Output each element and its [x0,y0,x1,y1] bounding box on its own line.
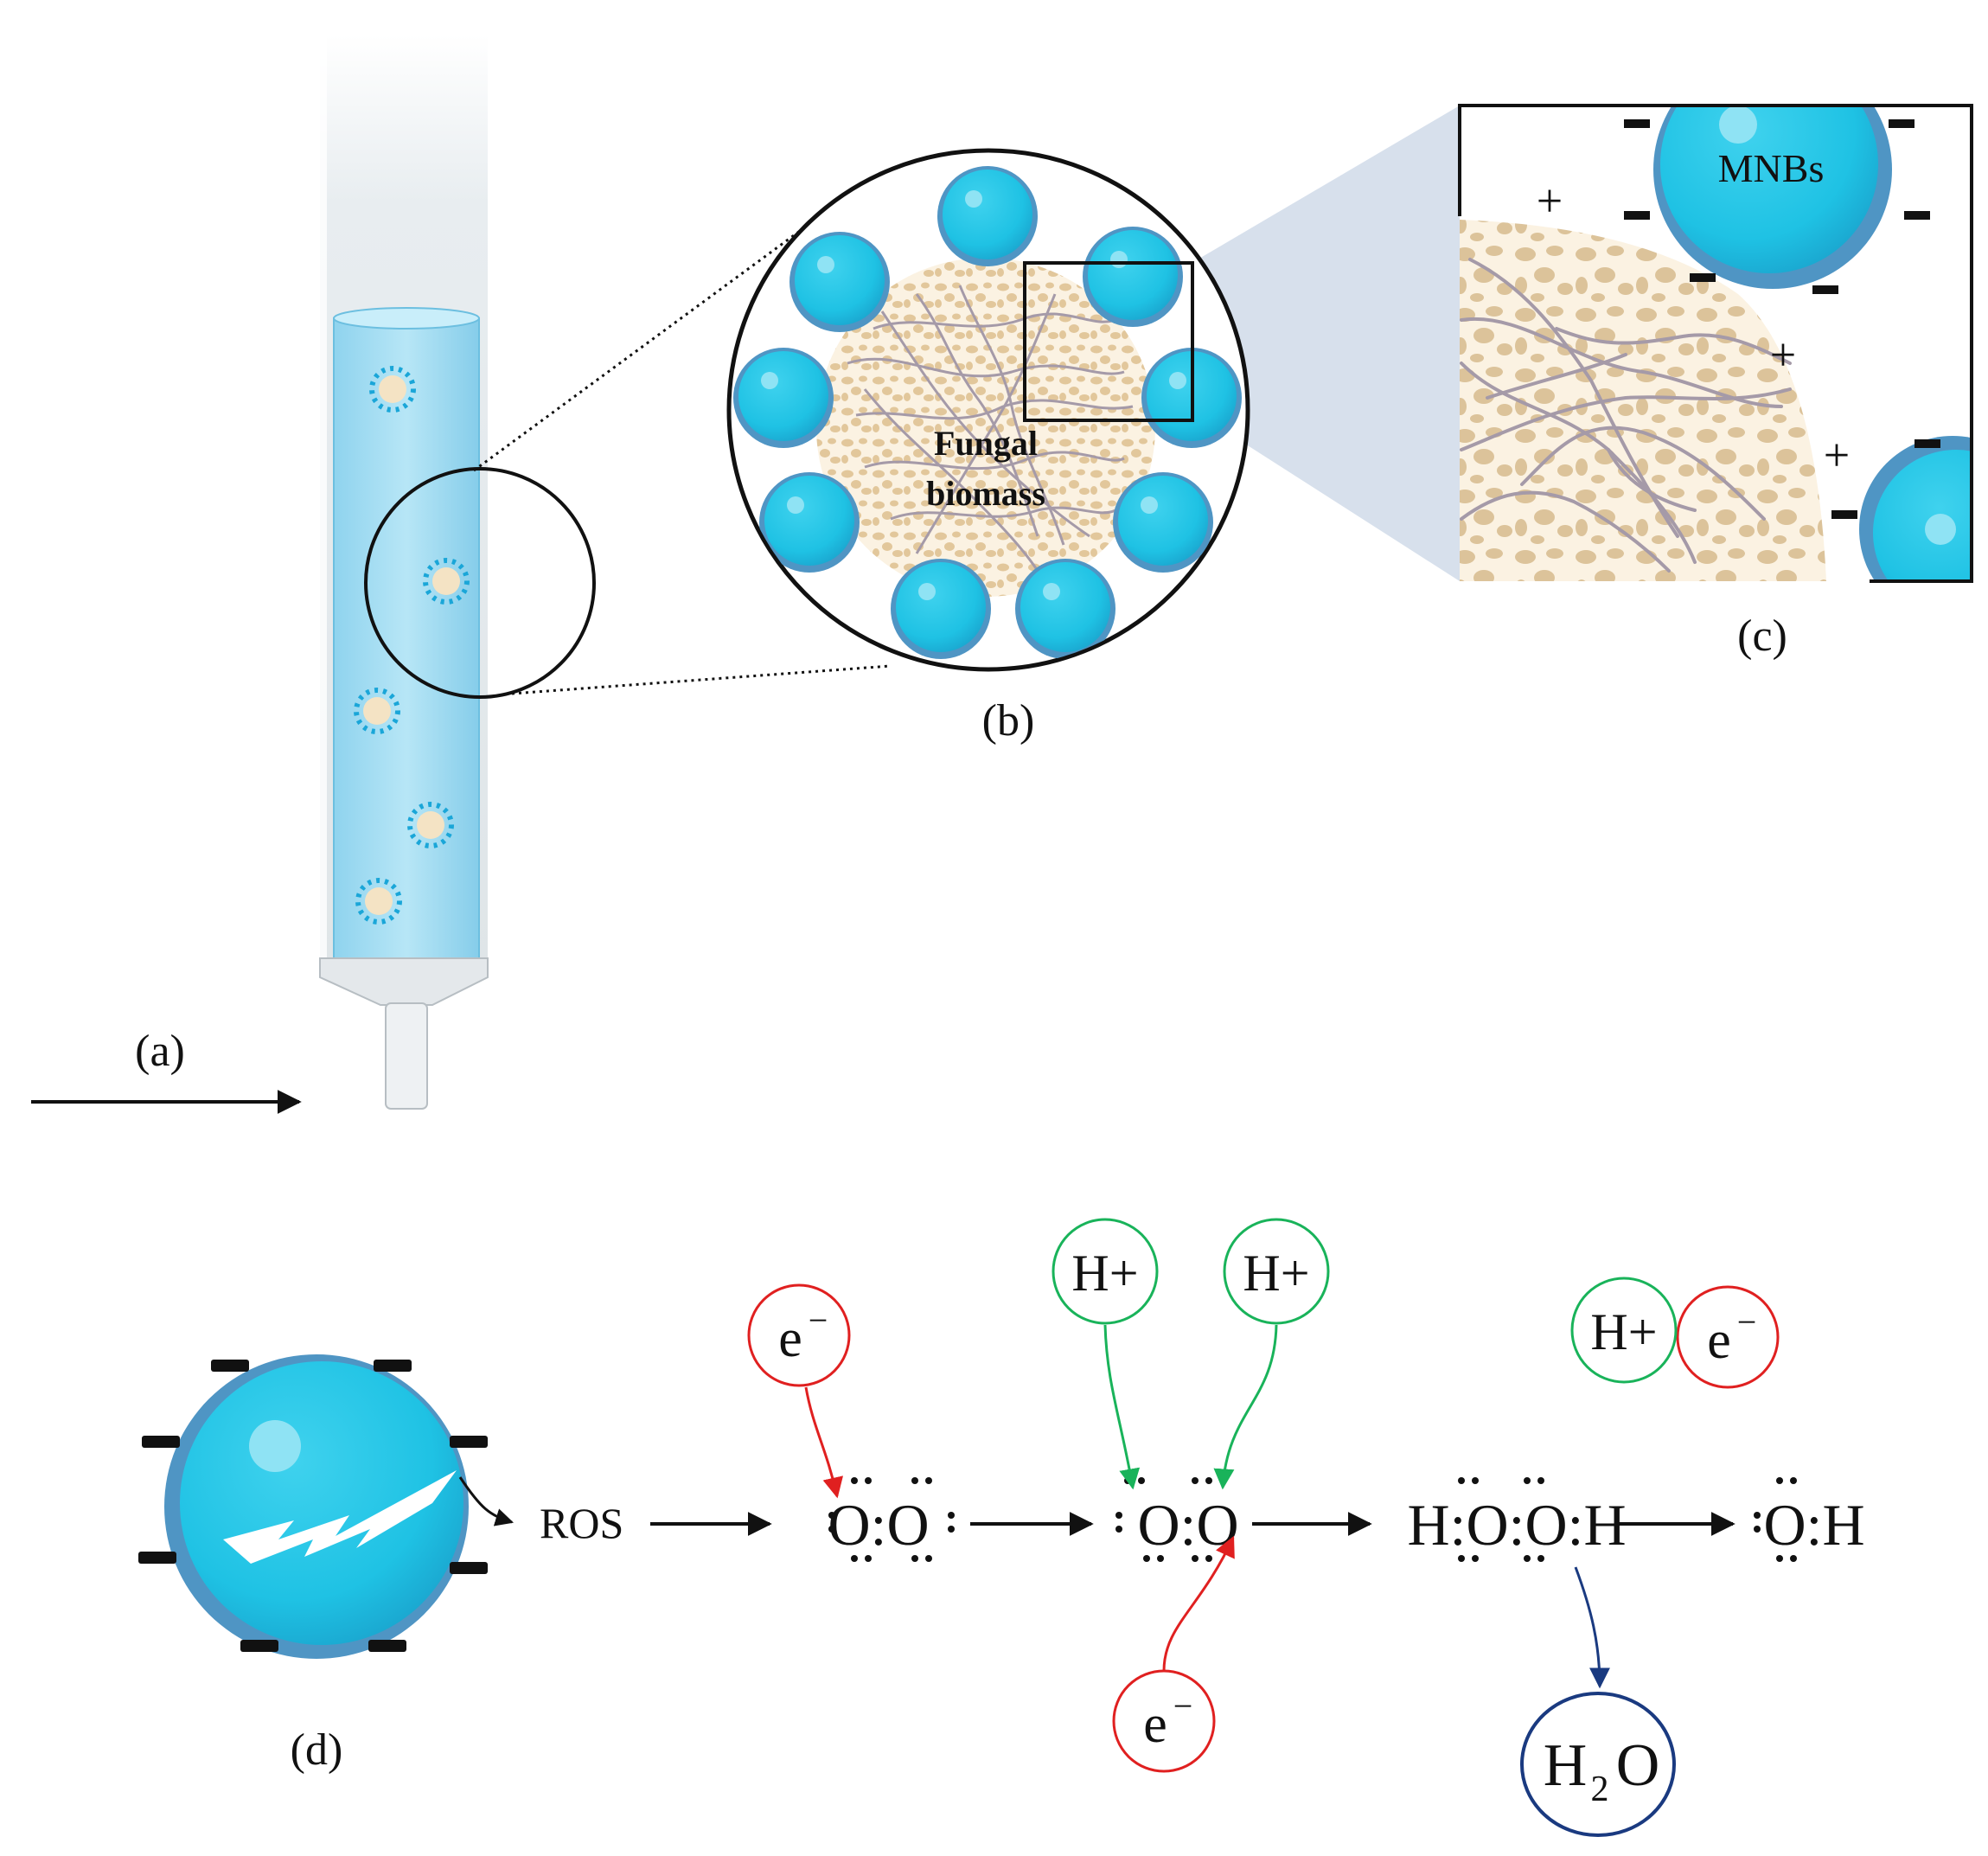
proton-arrow [1213,1324,1278,1490]
mnb-bubble [937,166,1038,266]
plus-sign: + [1824,429,1850,481]
svg-text:e: e [1143,1695,1167,1754]
peroxide-molecule: H:O:O:H [1407,1477,1627,1562]
hyphae-core [847,285,1134,572]
svg-text:O:O: O:O [1137,1492,1238,1558]
svg-text:2: 2 [1591,1770,1609,1809]
zoom-inset-c: MNBs + + + (c) [1198,104,1973,661]
biomass-cluster [407,802,454,848]
biomass-label: biomass [926,474,1045,513]
zoom-box [1023,261,1194,422]
superoxide-molecule: O:O [1115,1477,1239,1562]
oxygen-molecule: O:O [828,1477,955,1562]
water-arrow [1574,1566,1610,1689]
electron-circle: e − [1676,1285,1780,1389]
surface-charges [138,1360,488,1652]
reaction-chain: ROS O:O O:O [540,1477,1865,1562]
plus-sign: + [1770,329,1796,381]
column-outlet [385,1002,428,1110]
biomass-cluster [354,688,400,734]
panel-label-b: (b) [982,696,1035,746]
svg-text:H+: H+ [1243,1245,1309,1302]
mnb-ring [733,166,1242,659]
column-funnel [319,957,489,1006]
svg-text:H: H [1544,1732,1588,1799]
mnbs-label: MNBs [1718,146,1825,190]
panel-label-c: (c) [1737,611,1787,661]
column-apparatus: (a) [31,35,892,1114]
water-column [333,317,480,959]
svg-text:−: − [1737,1302,1757,1341]
mnb-bubble [1015,559,1115,659]
zoom-line-bottom [511,664,892,695]
svg-text:e: e [778,1309,802,1368]
electron-circle: e − [747,1283,851,1387]
svg-text:−: − [809,1301,828,1340]
ros-release-arrow [458,1476,515,1526]
proton-circle: H+ [1052,1218,1159,1325]
svg-text:e: e [1707,1311,1731,1370]
hyphae-network [1460,258,1792,573]
zoom-wedge [1198,106,1460,581]
svg-text:H+: H+ [1590,1303,1657,1360]
biomass-cluster [423,558,470,605]
panel-label-a: (a) [135,1027,185,1076]
svg-text:H:O:O:H: H:O:O:H [1407,1492,1626,1558]
svg-text:O:H: O:H [1763,1492,1864,1558]
ros-bubble-d: (d) [138,1354,515,1775]
mnb-bubble [789,232,890,332]
electron-arrow [804,1386,844,1499]
svg-text:H+: H+ [1071,1245,1138,1302]
mnb-bubble [1083,227,1183,327]
biomass-cluster [369,366,416,413]
biomass-cluster [355,878,402,925]
biomass-circle-b: Fungal biomass (b) [726,148,1250,746]
lightning-icon [223,1470,457,1564]
mnb-bubble [733,348,834,448]
plus-sign: + [1537,175,1563,227]
proton-circle: H+ [1570,1277,1678,1384]
electron-circle: e − [1112,1669,1216,1773]
mnb-bubble [759,472,860,573]
water-circle: H 2 O [1520,1692,1676,1837]
inset-frame [1458,104,1973,583]
svg-text:O:O: O:O [828,1492,929,1558]
panel-label-d: (d) [291,1725,343,1775]
hydroxyl-molecule: O:H [1754,1477,1865,1562]
mnb-bubble [891,559,991,659]
magnify-circle [364,467,596,699]
proton-circle: H+ [1223,1218,1330,1325]
mnb-bubble [1113,472,1213,573]
zoom-line-top [473,220,814,472]
fungal-label: Fungal [934,424,1038,463]
water-surface [333,307,480,330]
ros-label: ROS [540,1499,623,1547]
svg-text:O: O [1616,1732,1660,1799]
charge-signs: + + + [1537,119,1940,519]
proton-arrow [1103,1324,1141,1490]
svg-text:−: − [1173,1686,1193,1725]
electron-arrow [1162,1535,1235,1672]
